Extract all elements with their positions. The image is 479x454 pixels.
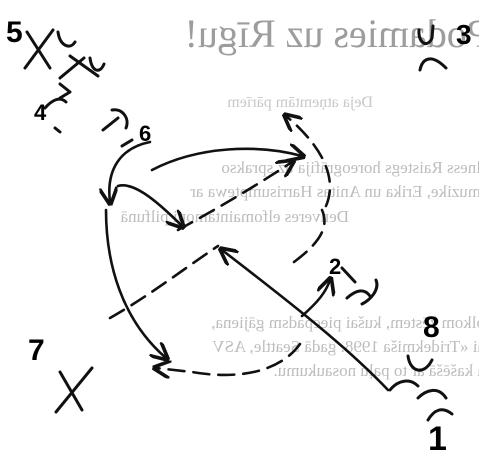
path-8-to-center xyxy=(222,250,388,390)
dancer-mark-4 xyxy=(45,84,70,132)
path-dashed-right xyxy=(294,210,324,262)
position-number-4: 4 xyxy=(34,100,47,125)
path-left-down xyxy=(106,210,166,358)
path-dashed-bottom xyxy=(156,344,300,375)
dancer-mark-3 xyxy=(419,26,446,70)
position-number-8: 8 xyxy=(423,311,440,344)
dancer-mark-6 xyxy=(103,110,132,146)
dancer-mark-2 xyxy=(342,268,377,304)
path-dashed-upper xyxy=(178,162,292,230)
dancer-mark-8 xyxy=(390,356,452,420)
path-to-2 xyxy=(302,280,330,316)
position-number-3: 3 xyxy=(456,19,472,50)
path-6-to-center xyxy=(118,185,182,226)
position-number-2: 2 xyxy=(329,254,341,279)
position-number-7: 7 xyxy=(28,334,45,367)
position-number-5: 5 xyxy=(6,16,23,49)
dancer-mark-5b xyxy=(60,56,104,78)
dancer-mark-7 xyxy=(56,368,92,412)
dancer-mark-5a xyxy=(25,30,75,68)
position-number-1: 1 xyxy=(428,420,447,454)
path-arc-top xyxy=(152,149,302,170)
